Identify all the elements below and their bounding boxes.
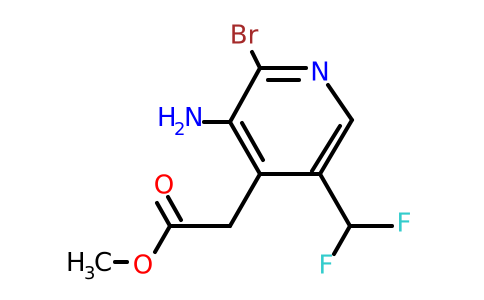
bond-n1-c6 [326, 83, 354, 122]
amine-subscript: 2 [174, 119, 185, 140]
atom-nitrogen-ring: N [310, 58, 329, 88]
atom-amine-group: H 2 N [157, 103, 203, 140]
amine-h: H [157, 103, 177, 133]
atom-oxygen-carbonyl: O [154, 171, 174, 201]
bond-carbonyl-o-inner [166, 195, 183, 222]
bonds [113, 50, 394, 264]
bond-carbonyl-o [155, 201, 172, 228]
methyl-subscript: 3 [84, 263, 95, 284]
amine-n: N [184, 103, 203, 133]
methyl-c: C [94, 248, 112, 278]
bond-c2-br [250, 50, 262, 70]
bond-c4-ch2 [228, 172, 262, 228]
atom-bromine: Br [230, 21, 259, 51]
bond-c6-c5-inner [310, 124, 342, 173]
bond-c4-c3-inner [240, 121, 265, 162]
bond-c6-c5 [318, 118, 354, 176]
bond-carbonyl-oester [153, 224, 172, 254]
bond-c3-c2 [228, 66, 262, 124]
methyl-h: H [66, 248, 86, 278]
bond-c5-chf2 [318, 172, 352, 228]
bond-c4-c3 [228, 120, 262, 176]
atom-oxygen-ester: O [133, 251, 153, 281]
atom-methyl-group: H 3 C [66, 248, 112, 284]
atom-labels: Br N H 2 N O O H 3 C F F [66, 21, 411, 285]
atom-fluorine-2: F [319, 251, 334, 281]
bond-chf2-f2 [332, 224, 352, 256]
atom-fluorine-1: F [397, 209, 412, 239]
